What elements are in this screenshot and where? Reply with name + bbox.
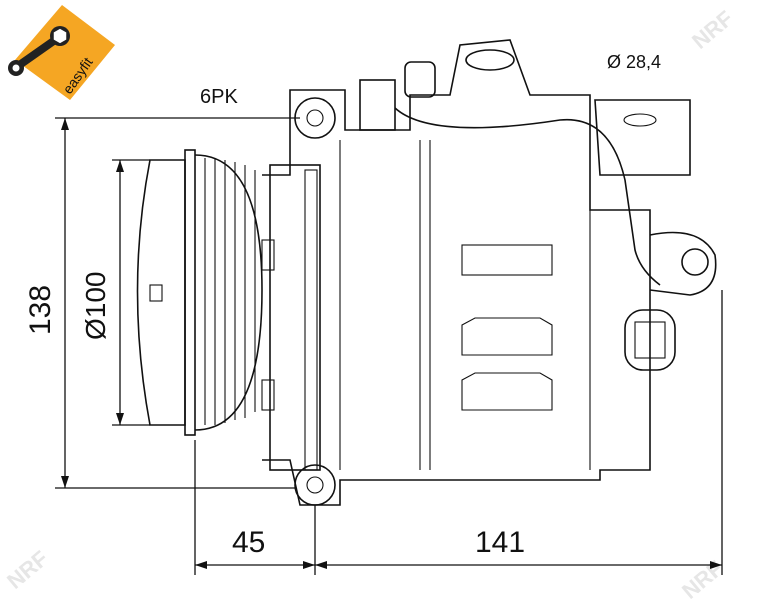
body-length-label: 141 <box>475 526 525 559</box>
dimension-lines <box>55 117 723 575</box>
height-label: 138 <box>24 285 57 335</box>
compressor-body <box>261 39 717 506</box>
watermark: NRF <box>687 6 738 54</box>
pulley <box>136 149 263 436</box>
watermark: NRF <box>677 556 728 600</box>
watermark-pattern: NRF NRF NRF <box>2 6 738 600</box>
belt-label: 6PK <box>200 86 238 108</box>
pulley-width-label: 45 <box>232 526 265 559</box>
easyfit-badge: easyfit <box>8 5 115 100</box>
watermark: NRF <box>2 546 53 594</box>
wrench-nut-icon <box>8 26 70 76</box>
port-diameter-label: Ø 28,4 <box>607 52 661 72</box>
pulley-diameter-label: Ø100 <box>80 272 111 341</box>
